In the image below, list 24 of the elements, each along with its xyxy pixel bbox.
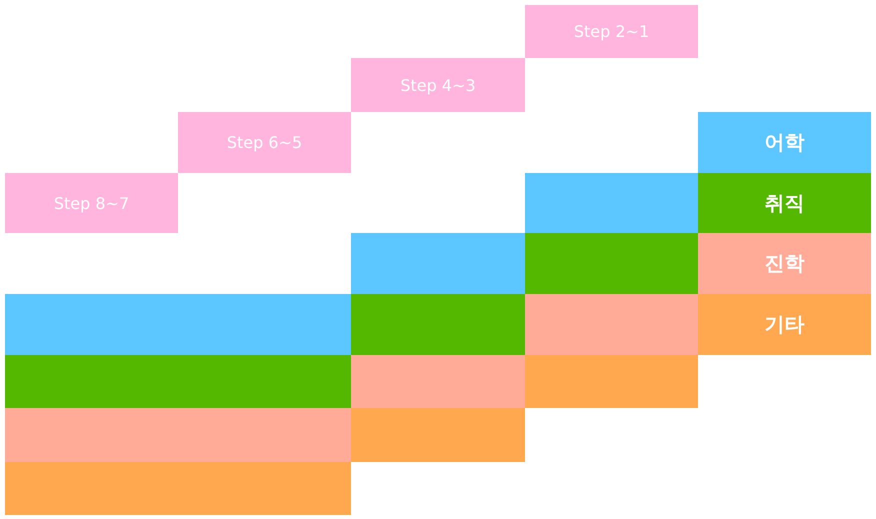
legend-label: 기타 — [764, 311, 804, 338]
bar-segment — [351, 233, 525, 294]
step-box — [178, 112, 351, 173]
step-label: Step 4~3 — [400, 76, 476, 94]
bar-segment — [5, 355, 351, 408]
bar-segment — [525, 294, 698, 355]
bar-segment — [351, 294, 525, 355]
bar-segment — [525, 355, 698, 408]
bar-segment — [5, 294, 351, 355]
step-box — [351, 58, 525, 112]
legend-label: 어학 — [764, 129, 804, 156]
step-box — [525, 5, 698, 58]
step-box — [5, 173, 178, 233]
bar-segment — [525, 173, 698, 233]
bar-segment — [5, 408, 351, 462]
step-label: Step 2~1 — [574, 22, 650, 41]
bar-segment — [5, 462, 351, 515]
bar-segment — [351, 408, 525, 462]
bar-segment — [525, 233, 698, 294]
bar-segment — [351, 355, 525, 408]
legend-label: 취직 — [764, 190, 804, 216]
legend-label: 진학 — [764, 250, 804, 277]
step-label: Step 8~7 — [54, 194, 130, 212]
step-label: Step 6~5 — [226, 133, 302, 152]
